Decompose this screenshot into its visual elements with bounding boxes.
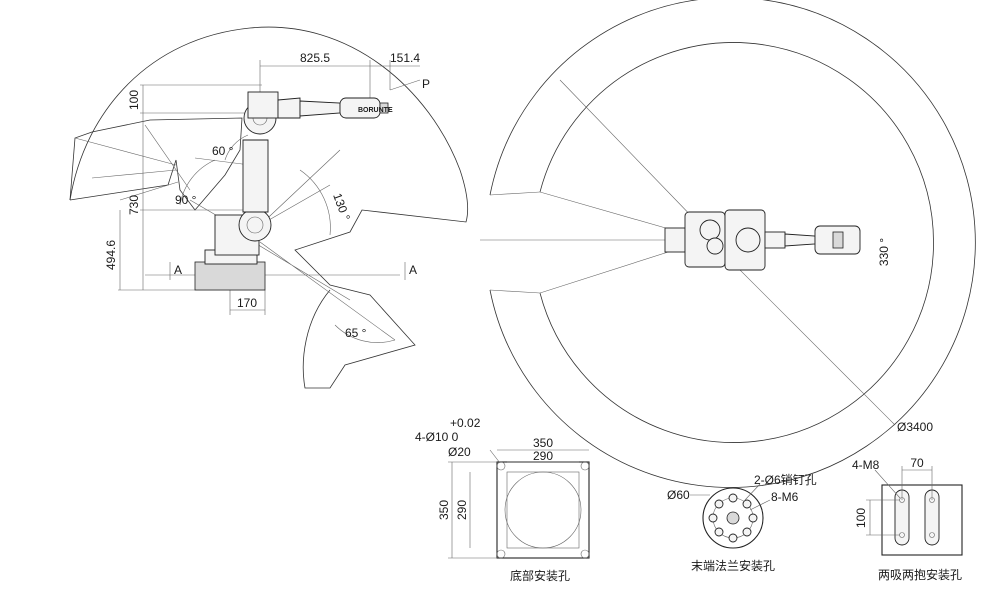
angle-arc-90	[179, 159, 216, 206]
base-hole-br	[580, 549, 590, 559]
base-h350: 350	[437, 500, 451, 520]
angle-60: 60 °	[212, 144, 234, 158]
angle-330: 330 °	[877, 238, 891, 266]
envelope-hatch-lines	[74, 124, 251, 201]
clamp-caption: 两吸两抱安装孔	[878, 567, 962, 582]
flange-bolt-holes	[708, 493, 758, 543]
clamp-detail: 4-M8 70 100 两吸两抱安装孔	[852, 456, 963, 582]
base-detail: +0.02 4-Ø10 0 Ø20 350 290 350 290 底部安装孔	[415, 416, 590, 583]
dim-3400: Ø3400	[897, 420, 933, 434]
flange-caption: 末端法兰安装孔	[691, 558, 775, 573]
top-view: 330 ° Ø3400	[480, 0, 976, 488]
base-caption: 底部安装孔	[510, 568, 570, 583]
angle-arc-130	[299, 169, 331, 236]
side-view: 825.5 151.4 P 100 730 494.6 170 60 ° 90 …	[69, 26, 469, 389]
clamp-outline	[881, 484, 963, 556]
envelope-inner-boundary	[69, 117, 243, 211]
clamp-h100: 100	[854, 508, 868, 528]
joint-2	[238, 208, 272, 242]
base-hole-tl	[496, 461, 506, 471]
section-a-left: A	[174, 263, 182, 277]
upper-arm-root	[277, 97, 301, 119]
dim-730: 730	[127, 195, 141, 215]
envelope-outer-arc	[69, 26, 469, 389]
angle-arc-60	[224, 134, 249, 161]
base-hole-bl	[496, 549, 506, 559]
base-outline	[496, 461, 590, 559]
top-envelope-outer	[489, 0, 976, 488]
angle-65: 65 °	[345, 326, 367, 340]
dim-170: 170	[237, 296, 257, 310]
side-dimensions	[118, 60, 421, 315]
clamp-m8: 4-M8	[852, 458, 880, 472]
base-w350: 350	[533, 436, 553, 450]
base-w290: 290	[533, 449, 553, 463]
dim-151: 151.4	[390, 51, 420, 65]
flange-m6: 8-M6	[771, 490, 799, 504]
tolerance-upper: +0.02	[450, 416, 481, 430]
angle-90: 90 °	[175, 193, 197, 207]
dim-494: 494.6	[104, 240, 118, 270]
dim-825: 825.5	[300, 51, 330, 65]
base-r20: Ø20	[448, 445, 471, 459]
flange-detail: 2-Ø6销钉孔 Ø60 8-M6 末端法兰安装孔	[667, 473, 817, 573]
flange-outline	[702, 487, 764, 549]
flange-pin-holes: 2-Ø6销钉孔	[754, 473, 817, 487]
angle-arc-65	[334, 324, 396, 343]
dim-100: 100	[127, 90, 141, 110]
point-p-label: P	[422, 77, 430, 91]
base-hole-tr	[580, 461, 590, 471]
robot-arm-top	[664, 209, 861, 271]
upper-arm	[299, 100, 341, 117]
base-holes: 4-Ø10 0	[415, 430, 459, 444]
flange-d60: Ø60	[667, 488, 690, 502]
envelope-reference-lines	[145, 149, 400, 341]
section-a-right: A	[409, 263, 417, 277]
lower-arm	[242, 139, 269, 213]
robot-arm-side	[194, 91, 389, 291]
base-h290: 290	[455, 500, 469, 520]
brand-logo-text: BORUNTE	[358, 107, 393, 114]
robot-base	[194, 261, 266, 291]
top-envelope-inner	[539, 42, 934, 443]
clamp-w70: 70	[910, 456, 924, 470]
angle-130: 130 °	[330, 191, 353, 222]
